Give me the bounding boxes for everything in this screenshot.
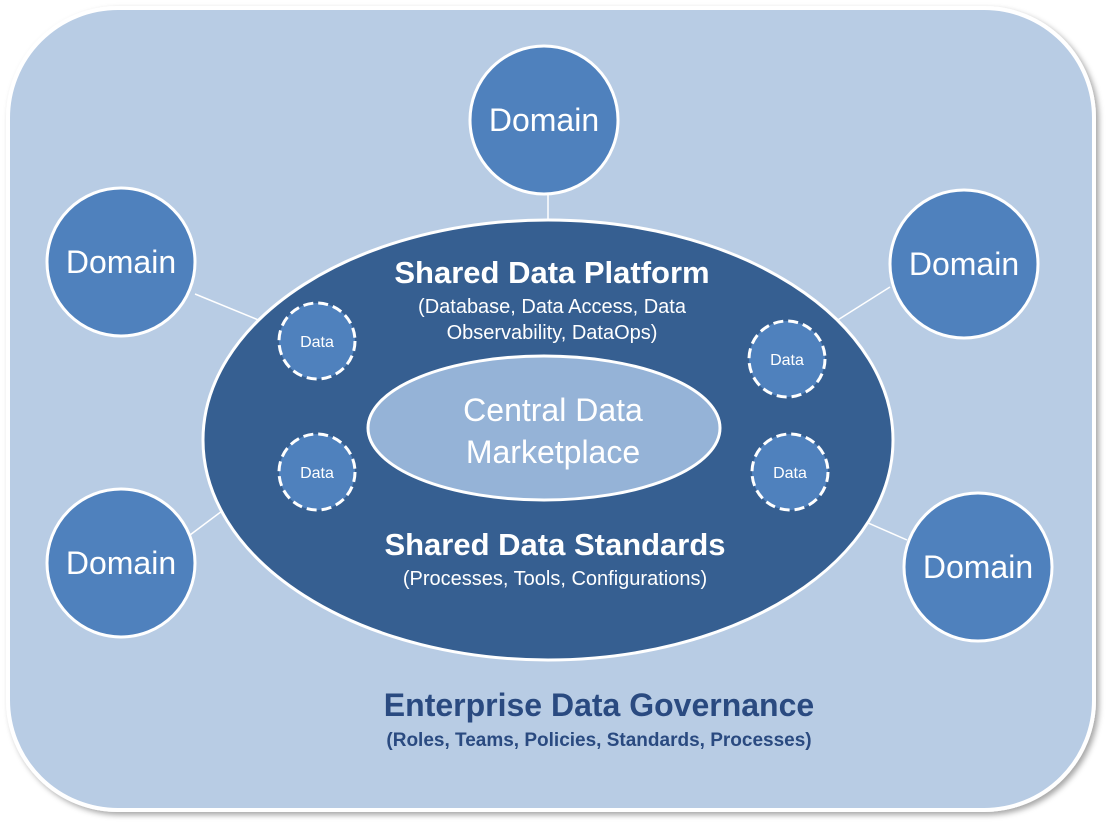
domain-label-top: Domain <box>489 102 599 138</box>
marketplace-label-line2: Marketplace <box>466 434 640 470</box>
governance-title: Enterprise Data Governance <box>384 687 814 723</box>
data-label-lower-right: Data <box>773 465 807 482</box>
shared-platform-title: Shared Data Platform <box>394 255 709 290</box>
domain-label-upper-left: Domain <box>66 244 176 280</box>
shared-platform-subtitle-line2: Observability, DataOps) <box>447 322 658 344</box>
shared-platform-subtitle-line1: (Database, Data Access, Data <box>418 296 687 318</box>
governance-subtitle: (Roles, Teams, Policies, Standards, Proc… <box>386 730 811 751</box>
domain-label-lower-right: Domain <box>923 549 1033 585</box>
data-node-upper-right: Data <box>747 319 827 399</box>
data-node-lower-right: Data <box>750 432 830 512</box>
shared-standards-subtitle: (Processes, Tools, Configurations) <box>403 568 707 590</box>
data-label-upper-right: Data <box>770 352 804 369</box>
data-node-lower-left: Data <box>277 432 357 512</box>
domain-label-lower-left: Domain <box>66 545 176 581</box>
shared-standards-title: Shared Data Standards <box>384 527 725 562</box>
domain-node-top: Domain <box>468 44 620 196</box>
data-node-upper-left: Data <box>277 301 357 381</box>
marketplace-label-line1: Central Data <box>463 392 643 428</box>
domain-node-lower-left: Domain <box>45 487 197 639</box>
domain-node-lower-right: Domain <box>902 491 1054 643</box>
domain-node-upper-right: Domain <box>888 188 1040 340</box>
domain-node-upper-left: Domain <box>45 186 197 338</box>
data-label-upper-left: Data <box>300 334 334 351</box>
marketplace-ellipse <box>366 354 722 502</box>
domain-label-upper-right: Domain <box>909 246 1019 282</box>
data-label-lower-left: Data <box>300 465 334 482</box>
